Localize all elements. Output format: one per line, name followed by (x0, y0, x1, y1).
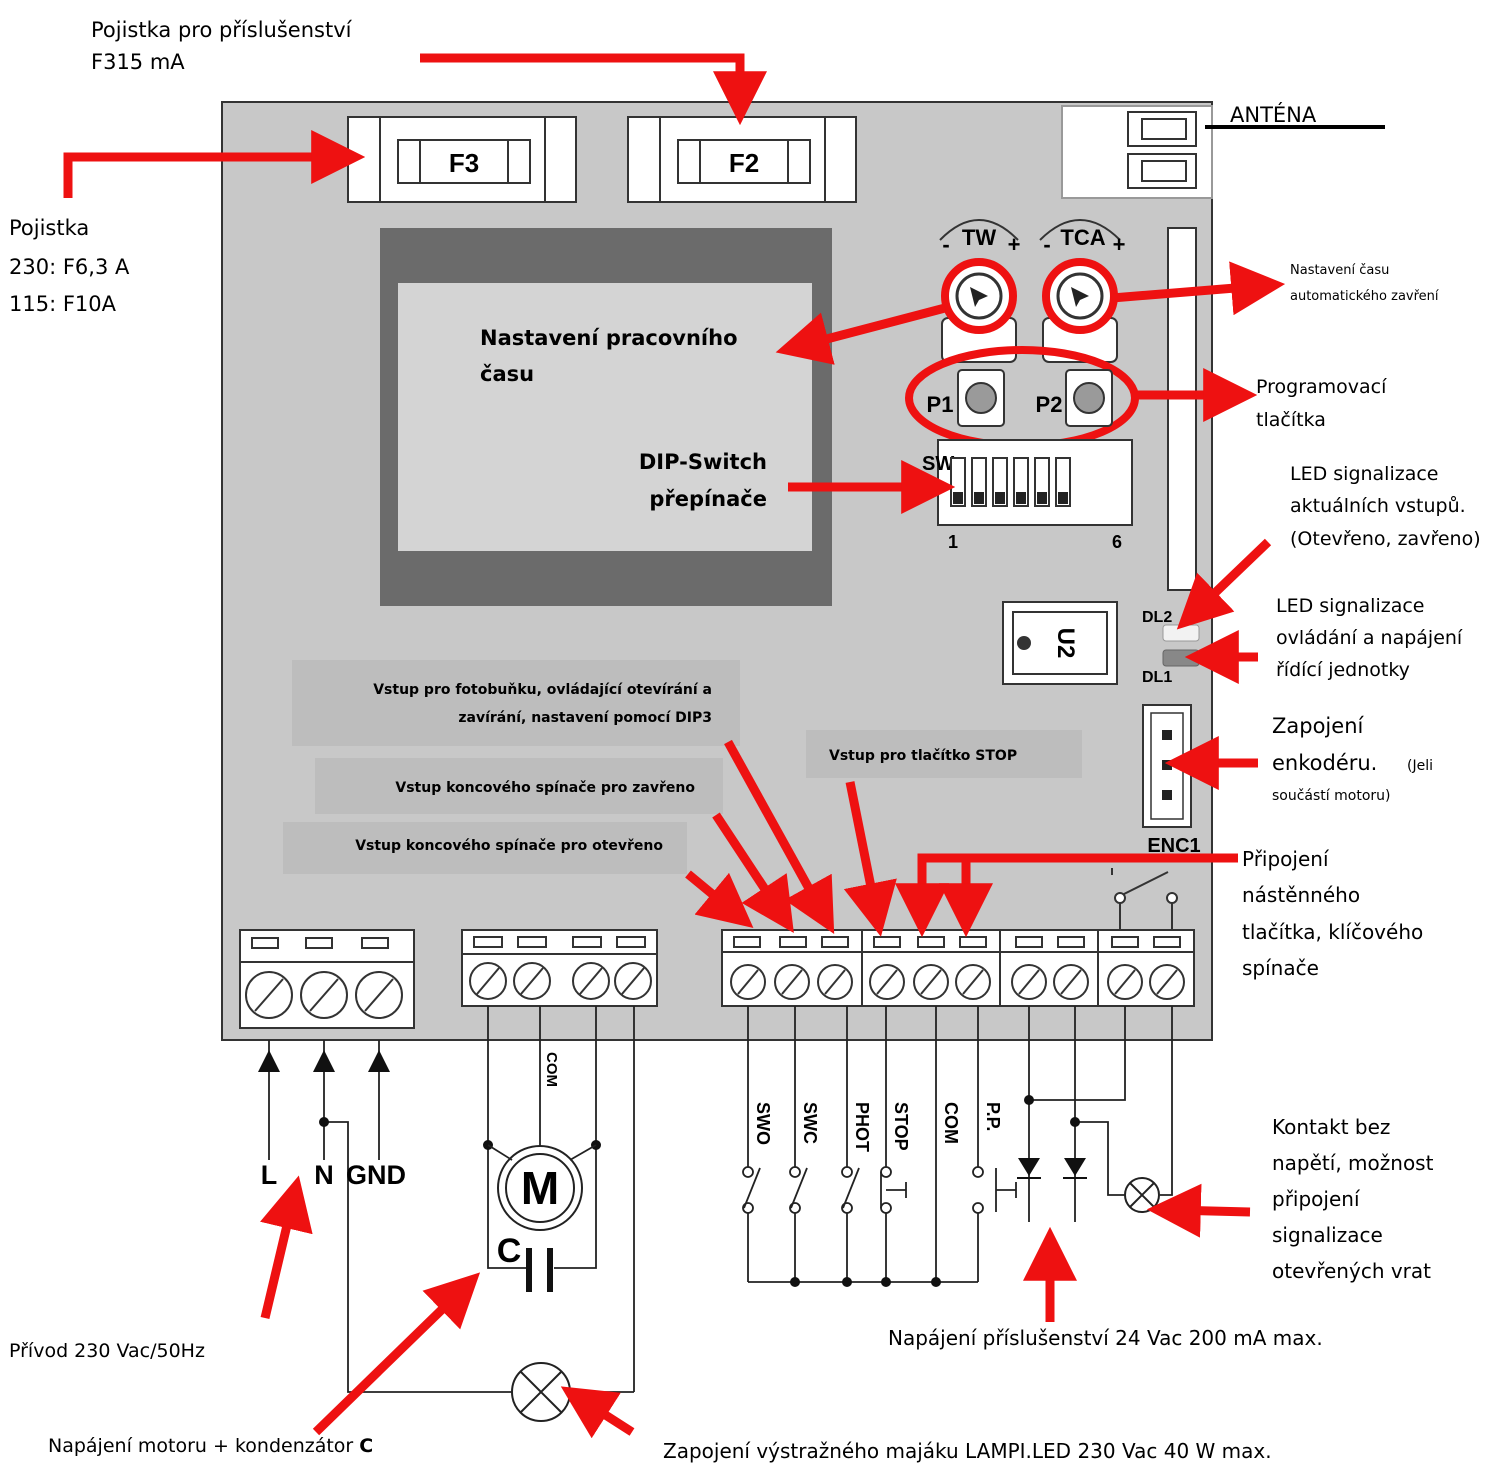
supply-label: Přívod 230 Vac/50Hz (9, 1340, 205, 1362)
terminal-block-power (239, 929, 415, 1029)
encoder-label-line3: součástí motoru) (1272, 788, 1390, 804)
contact-label-line5: otevřených vrat (1272, 1259, 1431, 1283)
button-p2-label: P2 (1036, 392, 1063, 417)
input-label-swc: SWC (800, 1102, 820, 1144)
power-label-n: N (314, 1160, 334, 1190)
fuse-acc-label-line2: F315 mA (91, 50, 185, 74)
wall-button-label-line1: Připojení (1242, 847, 1330, 871)
encoder-label-line1: Zapojení (1272, 714, 1364, 738)
work-time-label-line1: Nastavení pracovního (480, 326, 738, 350)
led-power-label-line1: LED signalizace (1276, 595, 1425, 617)
transformer-label-area (398, 283, 812, 551)
pot-tca-knob-icon (1071, 287, 1089, 307)
auto-close-label-line1: Nastavení času (1290, 263, 1389, 278)
dip-sw-label: SW (922, 453, 954, 475)
fuse-f3: F3 (347, 116, 577, 203)
power-label-gnd: GND (346, 1160, 406, 1190)
photo-input-label-line1: Vstup pro fotobuňku, ovládající otevírán… (373, 682, 712, 698)
ic-label: U2 (1052, 628, 1079, 659)
pot-tw-label: TW (962, 225, 996, 250)
motor-label: M (521, 1162, 559, 1214)
svg-text:-: - (1043, 232, 1050, 257)
led-power-label-line3: řídící jednotky (1276, 659, 1410, 681)
accessory-supply-label: Napájení příslušenství 24 Vac 200 mA max… (888, 1326, 1323, 1350)
beacon-lamp-icon (511, 1362, 571, 1422)
capacitor-symbol: C (497, 1232, 553, 1292)
led-inputs-label-line3: (Otevřeno, zavřeno) (1290, 528, 1481, 550)
antenna-connector (1061, 105, 1385, 199)
input-label-phot: PHOT (852, 1102, 872, 1152)
led-inputs-label-line2: aktuálních vstupů. (1290, 495, 1466, 517)
terminal-block-motor (461, 929, 658, 1007)
antenna-label: ANTÉNA (1230, 102, 1317, 127)
power-label-l: L (261, 1160, 278, 1190)
led-power-label-line2: ovládání a napájení (1276, 627, 1463, 649)
contact-label-line1: Kontakt bez (1272, 1115, 1390, 1139)
stop-input-box (806, 730, 1082, 778)
signal-lamp-icon (1124, 1177, 1160, 1213)
fuse-main-label-line2: 230: F6,3 A (9, 255, 130, 279)
photo-input-label-line2: zavírání, nastavení pomocí DIP3 (458, 710, 712, 726)
fuse-main-label-line3: 115: F10A (9, 292, 117, 316)
limit-open-box (283, 822, 687, 874)
radio-module-slot (1167, 227, 1197, 591)
encoder-label-line2b: (Jeli (1407, 758, 1433, 774)
limit-open-label: Vstup koncového spínače pro otevřeno (355, 838, 663, 854)
svg-text:+: + (1008, 232, 1021, 257)
wall-button-label-line2: nástěnného (1242, 883, 1360, 907)
button-p2: P2 (1036, 369, 1113, 427)
motor-supply-label: Napájení motoru + kondenzátor C (48, 1435, 373, 1457)
dip-label-line1: DIP-Switch (639, 450, 767, 474)
capacitor-label: C (497, 1232, 522, 1270)
encoder-label-line2: enkodéru. (1272, 751, 1377, 775)
contact-label-line3: připojení (1272, 1187, 1361, 1211)
led-dl2-label: DL2 (1142, 609, 1172, 626)
potentiometer-tw: TW - + (939, 219, 1021, 363)
input-label-swo: SWO (753, 1102, 773, 1145)
encoder-label: ENC1 (1147, 835, 1200, 857)
wall-button-label-line4: spínače (1242, 956, 1319, 980)
dip-label-line2: přepínače (649, 487, 767, 511)
auto-close-label-line2: automatického zavření (1290, 289, 1439, 304)
svg-text:+: + (1113, 232, 1126, 257)
pot-tw-knob-icon (970, 287, 988, 307)
wall-button-label-line3: tlačítka, klíčového (1242, 920, 1423, 944)
dip-switch: SW 1 6 (922, 439, 1133, 552)
limit-closed-label: Vstup koncového spínače pro zavřeno (395, 780, 695, 796)
motor-com-label: COM (543, 1052, 560, 1087)
led-dl1-label: DL1 (1142, 669, 1172, 686)
beacon-label: Zapojení výstražného majáku LAMPI.LED 23… (663, 1439, 1272, 1463)
svg-text:1: 1 (948, 532, 958, 552)
led-dl2 (1162, 624, 1200, 642)
fuse-f3-label: F3 (449, 148, 479, 178)
fuse-f2-label: F2 (729, 148, 759, 178)
input-label-com: COM (941, 1102, 961, 1144)
fuse-acc-label-line1: Pojistka pro příslušenství (91, 18, 353, 42)
button-p1: P1 (927, 369, 1005, 427)
fuse-main-label-line1: Pojistka (9, 216, 89, 240)
input-switch-symbols (742, 1166, 1017, 1214)
ic-u2: U2 (1002, 601, 1118, 685)
prog-label-line2: tlačítka (1256, 409, 1326, 431)
contact-label-line4: signalizace (1272, 1223, 1383, 1247)
svg-text:-: - (942, 232, 949, 257)
prog-label-line1: Programovací (1256, 376, 1387, 398)
motor-symbol: M COM (487, 1052, 597, 1231)
photo-input-box (292, 660, 740, 746)
svg-text:6: 6 (1112, 532, 1122, 552)
led-dl1 (1162, 649, 1200, 667)
work-time-label-line2: času (480, 362, 534, 386)
limit-closed-box (315, 758, 723, 814)
fuse-f2: F2 (627, 116, 857, 203)
button-p1-label: P1 (927, 392, 954, 417)
input-label-pp: P.P. (983, 1102, 1003, 1131)
pot-tca-label: TCA (1060, 225, 1105, 250)
stop-input-label: Vstup pro tlačítko STOP (829, 748, 1017, 764)
input-label-stop: STOP (891, 1102, 911, 1151)
contact-label-line2: napětí, možnost (1272, 1151, 1434, 1175)
annotation-arrows (63, 53, 1286, 1439)
led-inputs-label-line1: LED signalizace (1290, 463, 1439, 485)
terminal-block-inputs (721, 868, 1195, 1007)
